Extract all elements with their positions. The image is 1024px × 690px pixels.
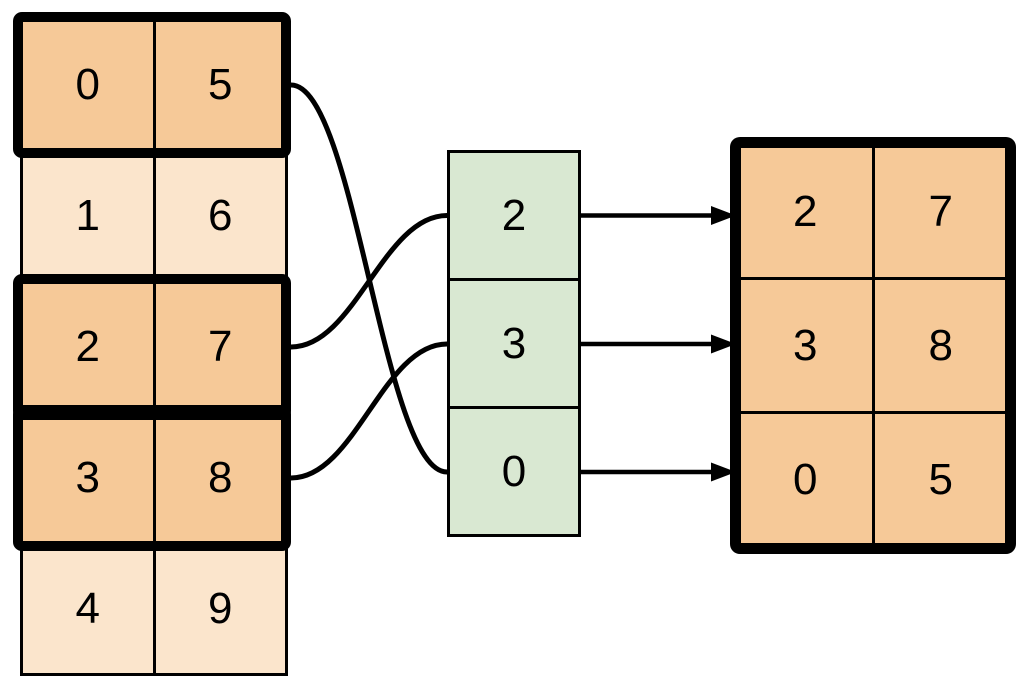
result-cell: 3 xyxy=(739,280,872,411)
source-cell: 0 xyxy=(23,21,153,149)
source-cell: 6 xyxy=(155,152,285,280)
arrowhead-icon xyxy=(711,462,736,482)
index-cell: 2 xyxy=(450,153,578,278)
result-cell: 0 xyxy=(739,414,872,545)
arrowhead-icon xyxy=(711,206,736,225)
result-cell: 2 xyxy=(739,146,872,277)
connection-curve xyxy=(290,341,448,481)
arrowhead-icon xyxy=(711,334,736,354)
source-cell: 4 xyxy=(23,545,153,673)
source-cell: 3 xyxy=(23,414,153,542)
connection-curve xyxy=(290,213,448,350)
connection-curve xyxy=(290,82,448,475)
source-cell: 8 xyxy=(155,414,285,542)
result-cell: 5 xyxy=(874,414,1007,545)
result-cell: 7 xyxy=(874,146,1007,277)
index-cell: 0 xyxy=(450,409,578,534)
source-cell: 2 xyxy=(23,283,153,411)
source-cell: 1 xyxy=(23,152,153,280)
index-cell: 3 xyxy=(450,281,578,406)
source-cell: 9 xyxy=(155,545,285,673)
result-cell: 8 xyxy=(874,280,1007,411)
source-cell: 5 xyxy=(155,21,285,149)
source-cell: 7 xyxy=(155,283,285,411)
